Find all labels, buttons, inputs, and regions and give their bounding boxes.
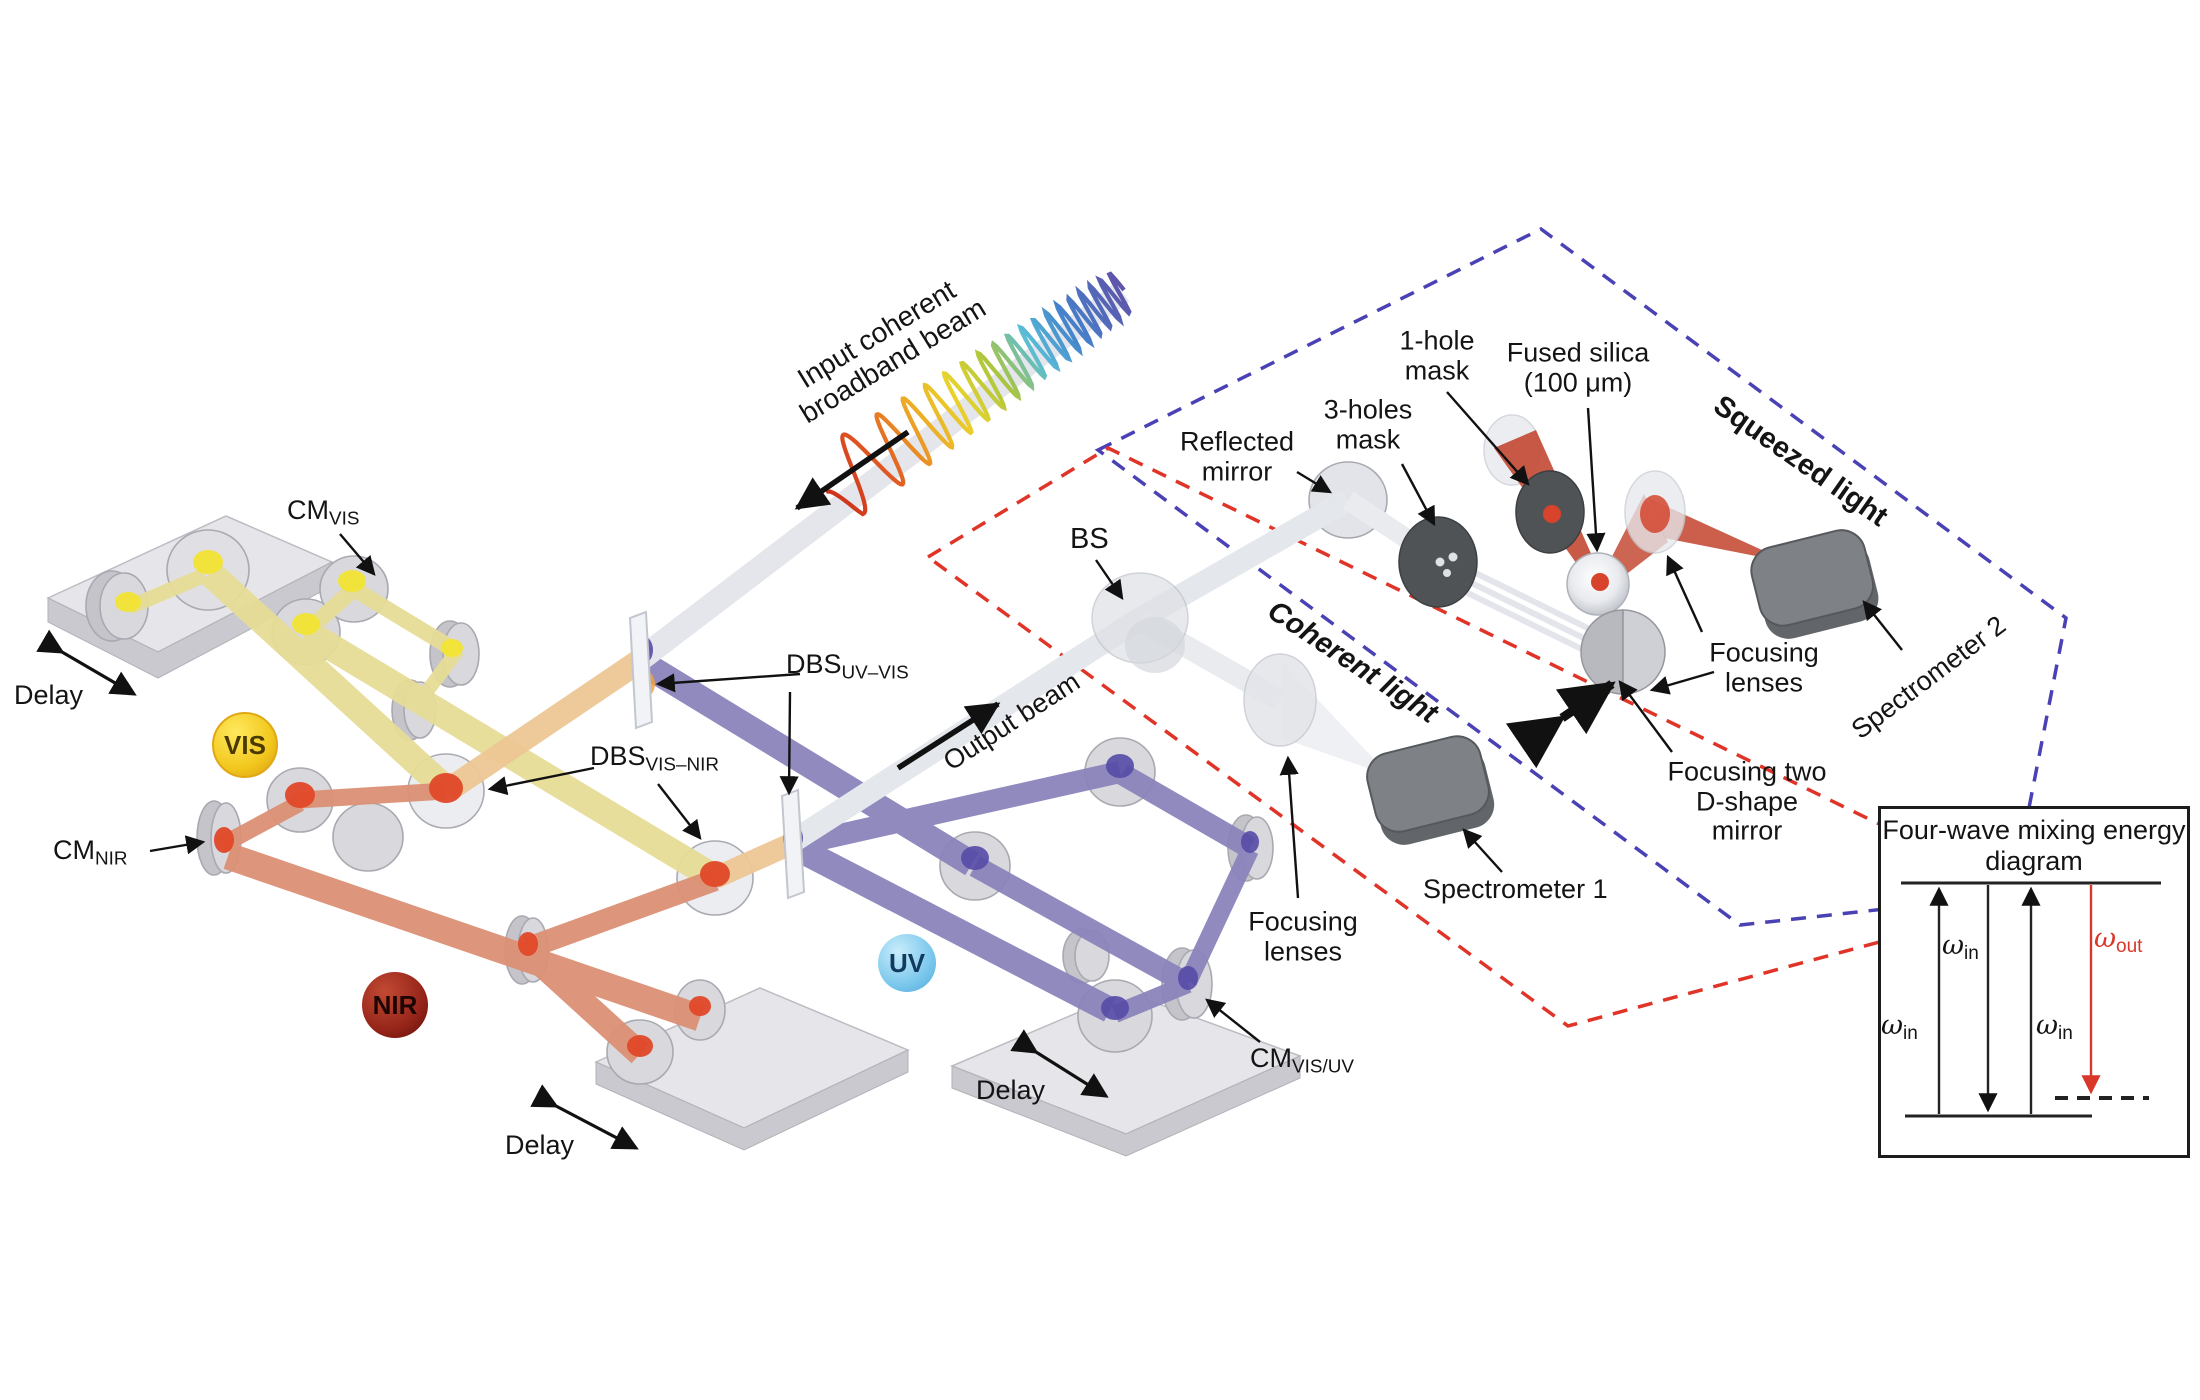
spectrometer-2 <box>1750 529 1879 639</box>
spectrometer1-label: Spectrometer 1 <box>1423 874 1608 904</box>
uv-delay-stage <box>950 991 1302 1157</box>
energy-diagram-title: Four-wave mixing energy diagram <box>1882 815 2186 877</box>
nir-beams <box>217 782 719 1064</box>
d-shape-mirror <box>1580 609 1666 695</box>
cm-vis-label: CMVIS <box>287 495 360 530</box>
uv-beams <box>637 652 1259 1023</box>
omega-out: ωout <box>2094 923 2143 957</box>
focusing-lenses-coherent-label: Focusing lenses <box>1248 906 1358 966</box>
nir-badge: NIR <box>362 972 428 1038</box>
delay-label-uv: Delay <box>976 1075 1046 1105</box>
leader-arrows <box>149 391 1903 1043</box>
reflected-mirror-label: Reflected mirror <box>1179 426 1295 486</box>
energy-levels <box>1901 881 2161 1118</box>
dbs-uv-vis-recombiner <box>780 788 806 900</box>
three-holes-mask-label: 3-holes mask <box>1323 394 1413 454</box>
beam-spots <box>115 550 1259 1057</box>
cm-nir-label: CMNIR <box>53 835 128 870</box>
dbs-uv-vis-plate <box>628 610 654 730</box>
beam-splitter <box>1091 572 1189 673</box>
dbs-uv-vis-label: DBSUV–VIS <box>786 649 909 684</box>
energy-diagram-box: Four-wave mixing energy diagram <box>1878 806 2190 1158</box>
focusing-lens-squeezed <box>1624 470 1686 554</box>
delay-label-vis: Delay <box>14 680 84 710</box>
cm-vis-uv-label: CMVIS/UV <box>1250 1043 1354 1078</box>
broadband-pulse-wave <box>825 271 1132 517</box>
one-hole-mask-label: 1-hole mask <box>1399 325 1475 385</box>
uv-badge: UV <box>878 934 936 992</box>
dbs-vis-nir-label: DBSVIS–NIR <box>590 741 720 776</box>
three-holes-mask <box>1398 516 1478 608</box>
omega-in-2: ωin <box>1942 930 1979 964</box>
delay-label-nir: Delay <box>505 1130 575 1160</box>
focusing-d-mirror-label: Focusing two D-shape mirror <box>1667 756 1827 846</box>
beam-arrows <box>794 429 1616 771</box>
omega-in-3: ωin <box>2036 1010 2073 1044</box>
focusing-lens-coherent <box>1243 653 1317 747</box>
delay-arrows <box>36 629 1109 1150</box>
one-hole-mask <box>1515 470 1585 554</box>
vis-badge: VIS <box>212 712 278 778</box>
focusing-lenses-squeezed-label: Focusing lenses <box>1709 637 1819 697</box>
fused-silica-label: Fused silica (100 μm) <box>1506 337 1650 397</box>
coherent-light-box <box>924 446 2040 1028</box>
spectrometer-1 <box>1366 735 1495 845</box>
bs-label: BS <box>1070 523 1109 555</box>
omega-in-1: ωin <box>1881 1010 1918 1044</box>
